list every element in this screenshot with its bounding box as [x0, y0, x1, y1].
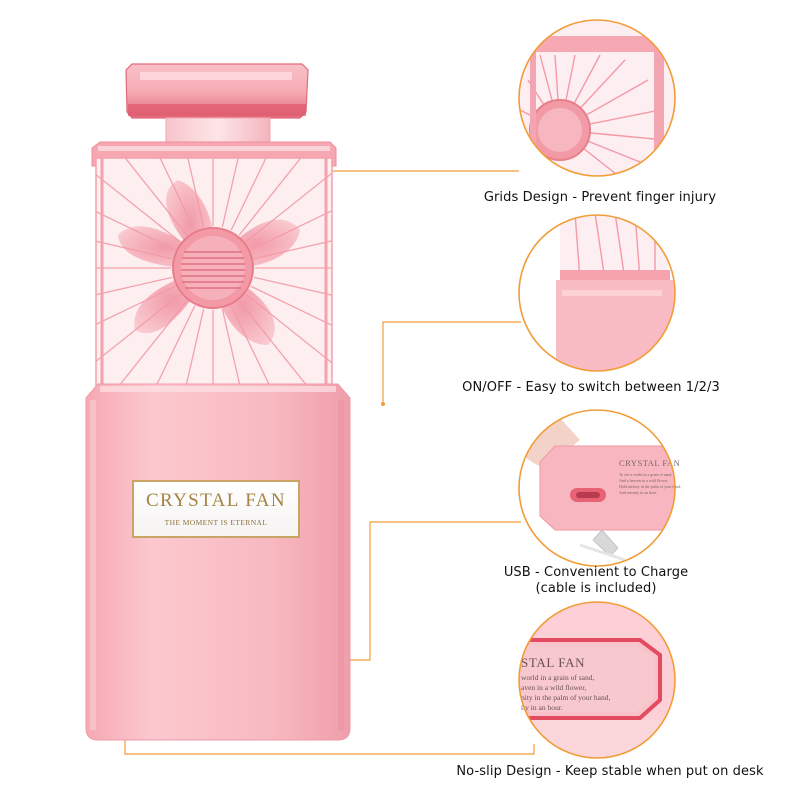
base-closeup-line-4: ity in an hour. — [521, 703, 563, 712]
closeup-usb-border — [518, 409, 676, 567]
callout-usb-caption: USB - Convenient to Charge (cable is inc… — [486, 565, 706, 597]
cage-spoke — [187, 158, 205, 228]
cage-spoke — [230, 305, 271, 386]
callout-usb-sublabel: (cable is included) — [535, 581, 657, 596]
usb-closeup-line-1: To see a world in a grain of sand, — [619, 472, 672, 478]
closeup-grid-border — [518, 19, 676, 177]
usb-closeup-line-4: And eternity in an hour. — [619, 490, 657, 495]
cage-spoke — [221, 158, 239, 228]
callout-switch-caption: ON/OFF - Easy to switch between 1/2/3 — [446, 380, 736, 396]
cage-spoke — [96, 240, 173, 260]
crystal-fan-product — [85, 63, 351, 741]
cage-spoke — [253, 276, 332, 296]
fan-cage — [96, 158, 332, 386]
brand-label: CRYSTAL FAN — [145, 490, 287, 511]
leader-dot-switch — [381, 402, 385, 406]
base-closeup-line-1: world in a grain of sand, — [521, 673, 594, 682]
cage-spoke — [124, 158, 188, 236]
callout-grid-label: Grids Design - Prevent finger injury — [483, 190, 717, 205]
cage-spoke — [155, 305, 196, 386]
usb-closeup-line-3: Hold infinity in the palm of your hand, — [619, 484, 681, 490]
closeup-base-border — [518, 601, 676, 759]
leader-line-switch — [382, 321, 521, 404]
callout-base-label: No-slip Design - Keep stable when put on… — [456, 764, 764, 779]
cage-spoke — [118, 300, 188, 386]
cage-spoke — [253, 240, 332, 260]
cage-spoke — [250, 209, 332, 251]
base-closeup-line-2: aven in a wild flower, — [521, 683, 586, 692]
cage-spoke — [250, 285, 332, 327]
closeup-grid-circle — [518, 19, 676, 177]
brand-tagline: THE MOMENT IS ETERNAL — [164, 518, 268, 527]
base-closeup-line-3: nity in the palm of your hand, — [521, 693, 610, 702]
callout-switch-label: ON/OFF - Easy to switch between 1/2/3 — [462, 380, 720, 395]
cage-spoke — [238, 300, 308, 386]
closeup-switch-border — [518, 214, 676, 372]
usb-closeup-brand: CRYSTAL FAN — [619, 458, 680, 468]
cage-spoke — [245, 293, 332, 364]
cage-spoke — [230, 158, 267, 231]
fan-body — [85, 383, 351, 741]
callout-grid-caption: Grids Design - Prevent finger injury — [470, 190, 730, 206]
cage-spoke — [96, 285, 176, 326]
brand-label-plate: CRYSTAL FAN THE MOMENT IS ETERNAL — [132, 480, 300, 538]
closeup-usb-circle: CRYSTAL FAN To see a world in a grain of… — [518, 409, 681, 567]
cage-spoke — [96, 210, 176, 251]
usb-closeup-line-2: And a heaven in a wild flower, — [619, 478, 668, 484]
cage-spoke — [96, 293, 181, 363]
base-closeup-brand: STAL FAN — [521, 655, 585, 670]
cage-spoke — [238, 158, 302, 236]
closeup-switch-circle — [518, 214, 676, 372]
closeup-base-circle: STAL FAN world in a grain of sand, aven … — [518, 601, 676, 759]
cage-spoke — [159, 158, 196, 231]
cage-spokes — [96, 158, 332, 386]
cage-spoke — [96, 173, 181, 243]
callout-usb-label: USB - Convenient to Charge — [503, 565, 689, 580]
cage-spoke — [245, 172, 332, 243]
leader-line-base — [124, 734, 535, 755]
cage-spoke — [96, 276, 173, 296]
callout-base-caption: No-slip Design - Keep stable when put on… — [440, 764, 780, 780]
